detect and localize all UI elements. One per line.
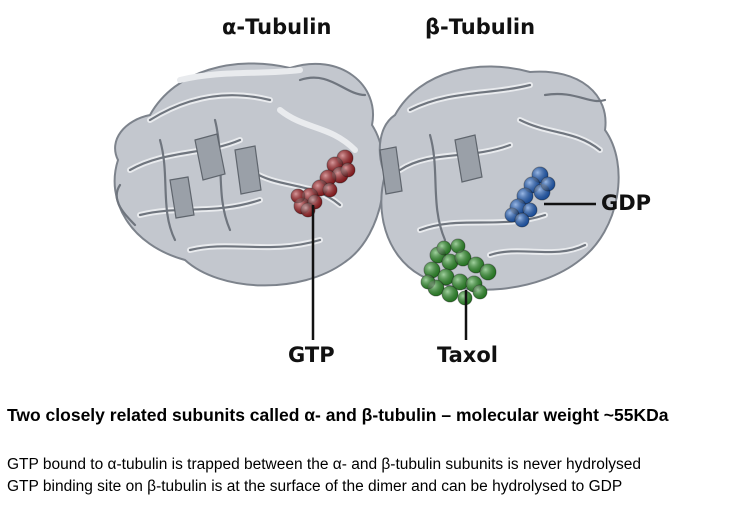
gtp-molecule (290, 149, 356, 218)
gtp-label: GTP (288, 343, 335, 367)
taxol-molecule (420, 238, 497, 306)
tubulin-structure-illustration (113, 62, 620, 340)
beta-tubulin-ribbon (378, 65, 620, 291)
alpha-tubulin-ribbon (113, 62, 386, 287)
body-line-beta-gtp: GTP binding site on β-tubulin is at the … (7, 478, 623, 495)
alpha-tubulin-label: α-Tubulin (222, 15, 332, 39)
taxol-label: Taxol (437, 343, 498, 367)
beta-tubulin-label: β-Tubulin (425, 15, 536, 39)
summary-heading: Two closely related subunits called α- a… (7, 405, 669, 425)
body-line-alpha-gtp: GTP bound to α-tubulin is trapped betwee… (7, 456, 642, 473)
tubulin-dimer-figure: α-Tubulin β-Tubulin GTP GDP Taxol (113, 15, 652, 367)
gdp-label: GDP (601, 191, 652, 215)
gdp-molecule (504, 166, 556, 228)
